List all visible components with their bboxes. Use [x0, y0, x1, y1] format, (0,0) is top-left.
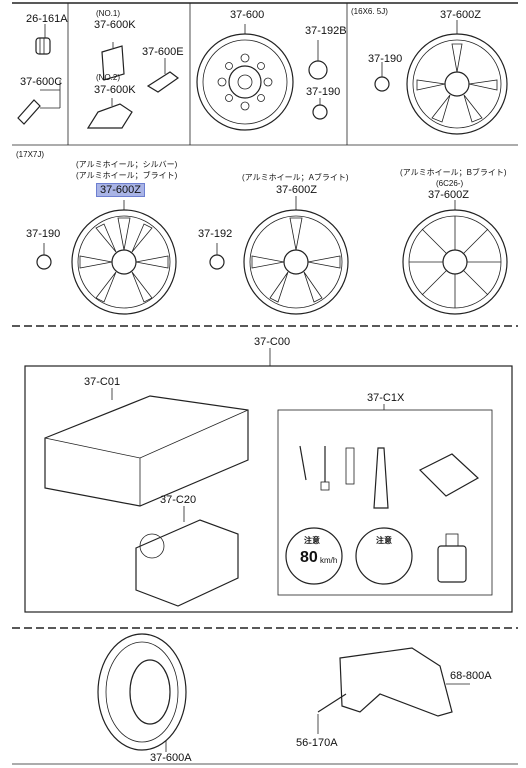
- label-37-600z-c: 37-600Z: [276, 184, 317, 196]
- label-37-190-c: 37-190: [26, 228, 61, 240]
- sticker-left-unit: km/h: [320, 556, 338, 565]
- label-b-bright: (アルミホイール；Bブライト): [400, 168, 507, 177]
- label-37-600z-b-highlighted[interactable]: 37-600Z: [96, 183, 145, 197]
- label-37-c01: 37-C01: [84, 376, 121, 388]
- warning-sticker-drawing: [355, 527, 413, 585]
- label-37-600e: 37-600E: [142, 46, 184, 58]
- label-37-192b: 37-192B: [305, 25, 347, 37]
- label-37-c00: 37-C00: [254, 336, 291, 348]
- label-37-600k-1: 37-600K: [94, 19, 136, 31]
- jack-drawing: [339, 647, 470, 717]
- label-37-600z-d: 37-600Z: [428, 189, 469, 201]
- jack-handle-drawing: [317, 693, 347, 713]
- label-silver: (アルミホイール；シルバー): [76, 160, 178, 169]
- label-37-192: 37-192: [198, 228, 233, 240]
- speed-sticker-drawing: [285, 527, 343, 585]
- label-6c26: (6C26-): [436, 179, 464, 188]
- label-37-600: 37-600: [230, 9, 265, 21]
- label-37-c1x: 37-C1X: [367, 392, 405, 404]
- label-68-800a: 68-800A: [450, 670, 492, 682]
- label-no2: (NO.2): [96, 73, 120, 82]
- repair-kit-frame: [24, 365, 513, 613]
- label-no1: (NO.1): [96, 9, 120, 18]
- alloy-wheel-silver-drawing: [71, 200, 177, 315]
- c1x-tools-drawing: [299, 445, 480, 583]
- label-37-190-b: 37-190: [368, 53, 403, 65]
- label-37-600a: 37-600A: [150, 752, 192, 764]
- tire-drawing: [97, 633, 187, 752]
- balance-weight-2-drawing: [86, 103, 133, 129]
- label-26-161a: 26-161A: [26, 13, 68, 25]
- sticker-left-speed: 80: [300, 549, 318, 566]
- label-56-170a: 56-170A: [296, 737, 338, 749]
- sticker-right-title: 注意: [376, 536, 392, 545]
- kit-case-drawing: [44, 388, 249, 507]
- balance-weight-1-drawing: [101, 45, 125, 81]
- steel-wheel-drawing: [196, 24, 294, 131]
- label-37-600k-2: 37-600K: [94, 84, 136, 96]
- label-bright: (アルミホイール；ブライト): [76, 171, 178, 180]
- tire-valve-drawing: [17, 80, 61, 125]
- alloy-wheel-a-bright-drawing: [243, 196, 349, 315]
- label-37-600c: 37-600C: [20, 76, 63, 88]
- compressor-drawing: [135, 506, 239, 607]
- balance-weight-e-drawing: [146, 71, 180, 93]
- sticker-left-title: 注意: [304, 536, 320, 545]
- alloy-wheel-b-bright-drawing: [402, 200, 508, 315]
- alloy-wheel-16-drawing: [406, 20, 508, 135]
- label-size-16: (16X6. 5J): [351, 7, 388, 16]
- label-37-190-a: 37-190: [306, 86, 341, 98]
- label-size-17: (17X7J): [16, 150, 45, 159]
- valve-cap-drawing: [35, 24, 51, 55]
- label-37-c20: 37-C20: [160, 494, 197, 506]
- label-37-600z-a: 37-600Z: [440, 9, 481, 21]
- label-a-bright: (アルミホイール；Aブライト): [242, 173, 349, 182]
